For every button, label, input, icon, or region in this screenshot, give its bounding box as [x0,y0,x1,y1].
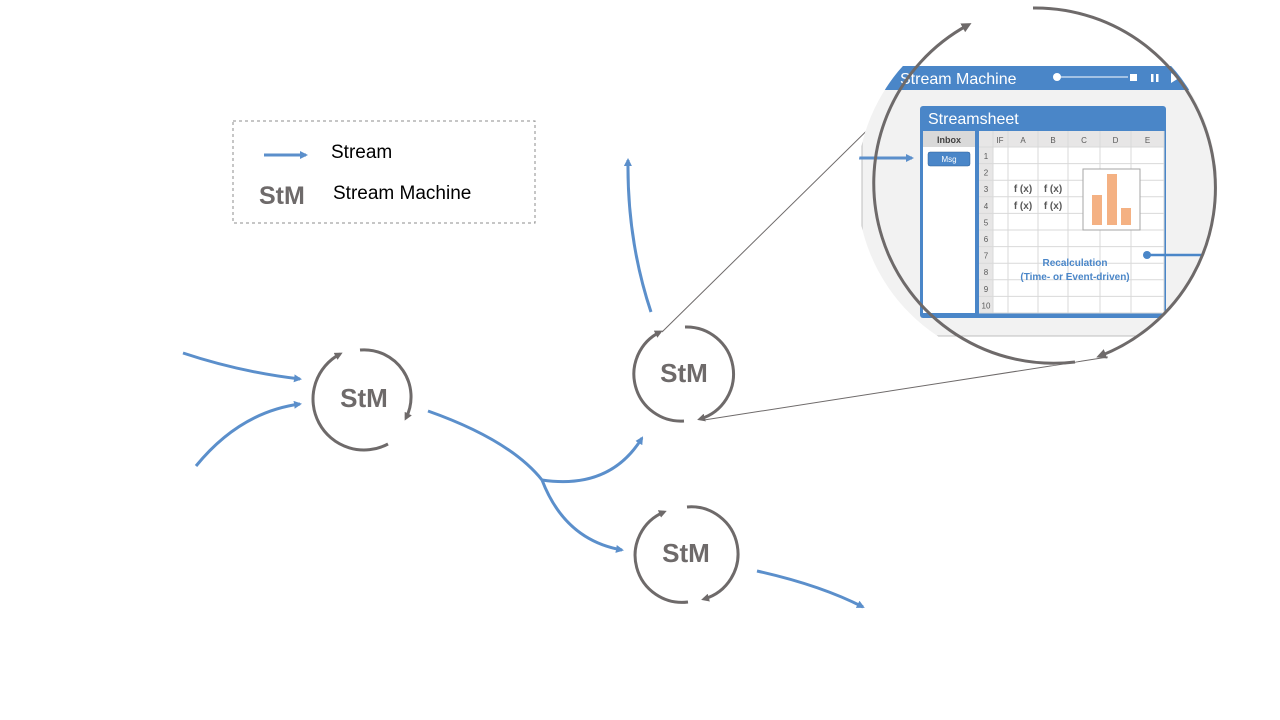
row-header-4: 4 [984,202,989,211]
row-header-10: 10 [982,301,991,310]
zoom-lens: Stream Machine Streamsheet Inbox Msg IF A… [857,8,1217,366]
row-header-2: 2 [984,169,989,178]
streams [182,158,865,609]
node3-arc-left [633,510,689,604]
node1-arc-bottom [311,352,389,452]
msg-label: Msg [941,155,956,164]
column-header-c: C [1081,136,1087,145]
column-header-a: A [1020,136,1026,145]
node3-label: StM [662,538,710,568]
column-header-b: B [1050,136,1055,145]
mini-chart [1082,168,1141,231]
row-header-5: 5 [984,218,989,227]
stream-branch-down [540,479,624,553]
machine-title: Stream Machine [900,71,1017,88]
stream-branch-up [541,436,644,484]
row-header-3: 3 [984,185,989,194]
row-header-6: 6 [984,235,989,244]
zoom-arc-right [1032,6,1217,359]
stop-icon[interactable] [1130,74,1137,81]
stream-out-up [623,158,653,313]
machine-progress-knob[interactable] [1053,73,1061,81]
recalc-line-2: (Time- or Event-driven) [1020,272,1129,283]
mini-chart-bar-2 [1107,174,1117,225]
recalc-line-1: Recalculation [1042,258,1107,269]
stm-node-1: StM [311,348,413,452]
stream-in-2 [194,400,302,467]
node3-arc-right [686,505,740,602]
row-header-9: 9 [984,285,989,294]
formula-b4: f (x) [1044,201,1062,212]
node2-arc-right [684,325,735,422]
inbox-header: Inbox [937,135,961,145]
stm-node-2: StM [632,325,735,423]
node2-arc-left [632,330,685,423]
node1-arc-top [359,348,413,421]
node2-label: StM [660,358,708,388]
legend-stm-abbr: StM [259,182,305,210]
mini-chart-bar-1 [1092,195,1102,225]
legend: Stream StM Stream Machine [232,120,536,224]
formula-a3: f (x) [1014,184,1032,195]
zoom-line-top [661,97,901,333]
column-header-if: IF [996,136,1003,145]
legend-stream-label: Stream [331,142,392,163]
column-header-d: D [1113,136,1119,145]
streamsheet-title: Streamsheet [928,111,1019,128]
trigger-dot [1143,251,1151,259]
stream-out-right [756,569,865,609]
zoom-arc-left [872,23,1076,365]
row-header-1: 1 [984,152,989,161]
pause-icon[interactable] [1151,74,1159,82]
formula-cells: f (x) f (x) f (x) f (x) [1014,184,1062,212]
legend-box [232,120,536,224]
formula-a4: f (x) [1014,201,1032,212]
msg-item[interactable] [927,151,971,167]
legend-stm-label: Stream Machine [333,183,471,204]
stream-in-1 [182,351,302,383]
column-header-e: E [1145,136,1150,145]
mini-chart-bar-3 [1121,208,1131,225]
stm-node-3: StM [633,505,740,604]
zoom-line-bottom [703,356,1109,421]
node1-label: StM [340,383,388,413]
formula-b3: f (x) [1044,184,1062,195]
row-header-7: 7 [984,252,989,261]
stream-out-1 [427,409,544,481]
row-header-8: 8 [984,268,989,277]
play-icon[interactable] [1171,73,1179,83]
